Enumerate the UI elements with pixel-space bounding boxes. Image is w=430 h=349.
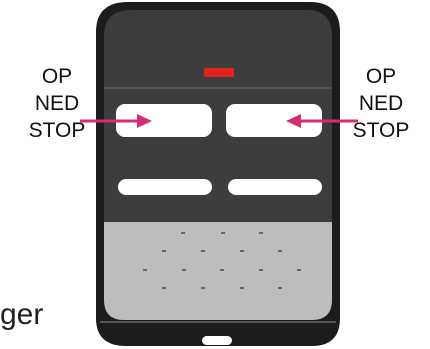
cut-off-text: ger [0, 298, 44, 331]
label-right-line3: STOP [352, 119, 410, 142]
label-left-line3: STOP [28, 119, 86, 142]
label-left-line1: OP [41, 65, 73, 88]
button-bottom-right[interactable] [228, 179, 322, 195]
label-right-line1: OP [365, 65, 397, 88]
label-right: OP NED STOP [338, 63, 424, 144]
remote-face [104, 10, 332, 222]
arrow-right-icon [80, 114, 152, 128]
label-left-line2: NED [34, 92, 80, 115]
button-top-left[interactable] [116, 104, 212, 137]
speaker-grille [104, 222, 332, 320]
led-indicator [204, 68, 234, 77]
button-bottom-left[interactable] [118, 179, 212, 195]
speaker-holes [143, 232, 301, 289]
button-top-right[interactable] [226, 104, 322, 137]
bottom-slot [202, 336, 232, 345]
label-left: OP NED STOP [14, 63, 100, 144]
label-right-line2: NED [358, 92, 404, 115]
arrow-left-icon [286, 114, 358, 128]
